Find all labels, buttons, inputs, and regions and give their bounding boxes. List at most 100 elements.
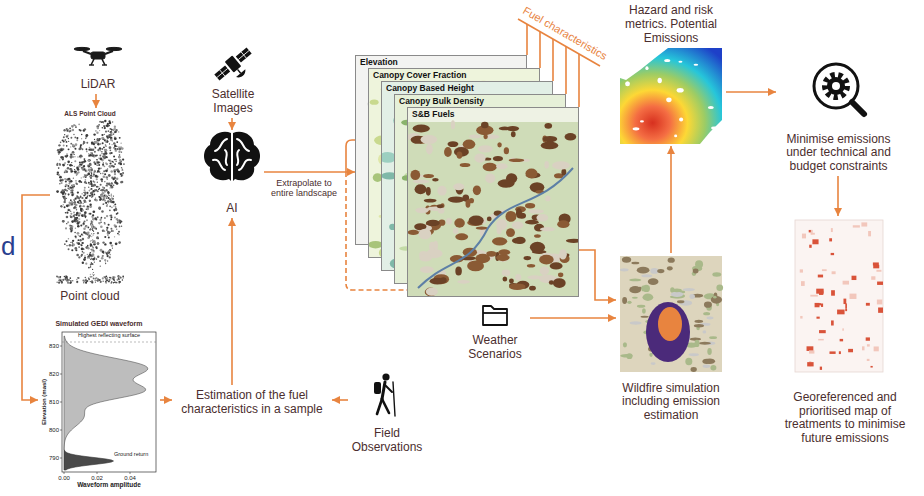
point-cloud-dot [92,224,93,225]
point-cloud-dot [122,172,124,174]
tick-mark [60,374,62,375]
map-patch [536,214,548,222]
point-cloud-dot [66,128,68,130]
point-cloud-dot [113,282,115,284]
point-cloud-dot [99,155,101,157]
tick-label: 0.02 [87,475,107,481]
point-cloud-dot [104,199,106,201]
point-cloud-dot [75,214,77,216]
point-cloud-dot [64,193,66,195]
point-cloud-dot [105,189,108,192]
point-cloud-dot [118,156,120,158]
lidar-source: LiDAR [68,40,128,94]
point-cloud-dot [62,279,64,281]
point-cloud-dot [97,233,99,235]
point-cloud-dot [95,197,96,198]
point-cloud-dot [91,233,92,234]
point-cloud-dot [100,225,103,228]
point-cloud-dot [106,227,108,229]
point-cloud-dot [106,178,108,180]
treatment-patch [878,307,883,312]
point-cloud-dot [67,281,69,283]
point-cloud-dot [111,244,113,246]
point-cloud-dot [58,282,60,284]
point-cloud-dot [114,277,116,279]
point-cloud-dot [108,197,110,199]
point-cloud-dot [103,125,105,127]
point-cloud-dot [82,251,83,252]
satellite-icon [236,69,247,79]
point-cloud-dot [102,164,104,166]
flow-arrow [726,91,776,93]
point-cloud-dot [83,215,84,216]
fire-core [658,307,682,341]
point-cloud-dot [104,181,105,182]
point-cloud-dot [90,281,91,282]
point-cloud-dot [85,138,87,140]
point-cloud-dot [92,242,93,243]
treatment-patch [831,290,835,295]
point-cloud-dot [90,244,93,247]
map-patch [528,209,543,213]
point-cloud-dot [74,160,76,162]
point-cloud-dot [81,193,82,194]
point-cloud-dot [63,204,64,205]
map-patch [418,229,431,240]
treatment-patch [852,276,857,280]
point-cloud-dot [102,142,104,144]
point-cloud-dot [68,209,70,211]
point-cloud-dot [72,185,75,188]
map-patch [496,254,510,261]
point-cloud-dot [65,139,66,140]
point-cloud-dot [68,188,70,190]
map-patch [426,144,433,155]
tick-mark [97,472,98,474]
point-cloud-dot [97,255,99,257]
map-patch [466,200,471,208]
map-patch [714,293,718,299]
point-cloud-dot [90,228,91,229]
point-cloud-dot [56,275,58,277]
point-cloud-dot [102,281,103,282]
point-cloud-dot [115,131,117,133]
bracket-label: Fuel characteristics [514,0,616,66]
point-cloud-dot [96,159,97,160]
point-cloud-dot [72,240,74,242]
point-cloud-dot [91,196,93,198]
map-patch [413,125,430,133]
point-cloud-dot [64,162,65,163]
point-cloud-dot [96,248,98,250]
map-patch [529,286,536,291]
point-cloud-dot [61,189,64,192]
point-cloud-dot [72,145,75,148]
map-patch [685,358,692,365]
map-patch [498,179,515,187]
point-cloud-dot [96,247,98,249]
map-patch [691,367,697,372]
point-cloud-dot [76,281,78,283]
point-cloud-dot [76,183,78,185]
point-cloud-dot [84,192,87,195]
point-cloud-dot [109,198,111,200]
point-cloud-dot [78,165,80,167]
node-label: Elevation [360,57,522,68]
point-cloud-dot [116,168,119,171]
point-cloud-dot [81,177,82,178]
optimisation-icon [852,102,864,114]
plot-annotation: Highest reflecting surface [64,333,154,339]
point-cloud-dot [81,138,82,139]
treatment-patch [811,233,815,235]
point-cloud-dot [73,134,74,135]
point-cloud-dot [99,199,101,201]
point-cloud-dot [71,203,73,205]
point-cloud-dot [100,168,101,169]
map-patch [565,133,577,140]
point-cloud-dot [67,187,68,188]
point-cloud-dot [64,163,66,165]
point-cloud-dot [95,218,97,220]
point-cloud-dot [105,278,107,280]
map-patch [460,163,471,167]
map-patch [483,163,497,171]
point-cloud-dot [97,242,99,244]
point-cloud-dot [68,141,69,142]
